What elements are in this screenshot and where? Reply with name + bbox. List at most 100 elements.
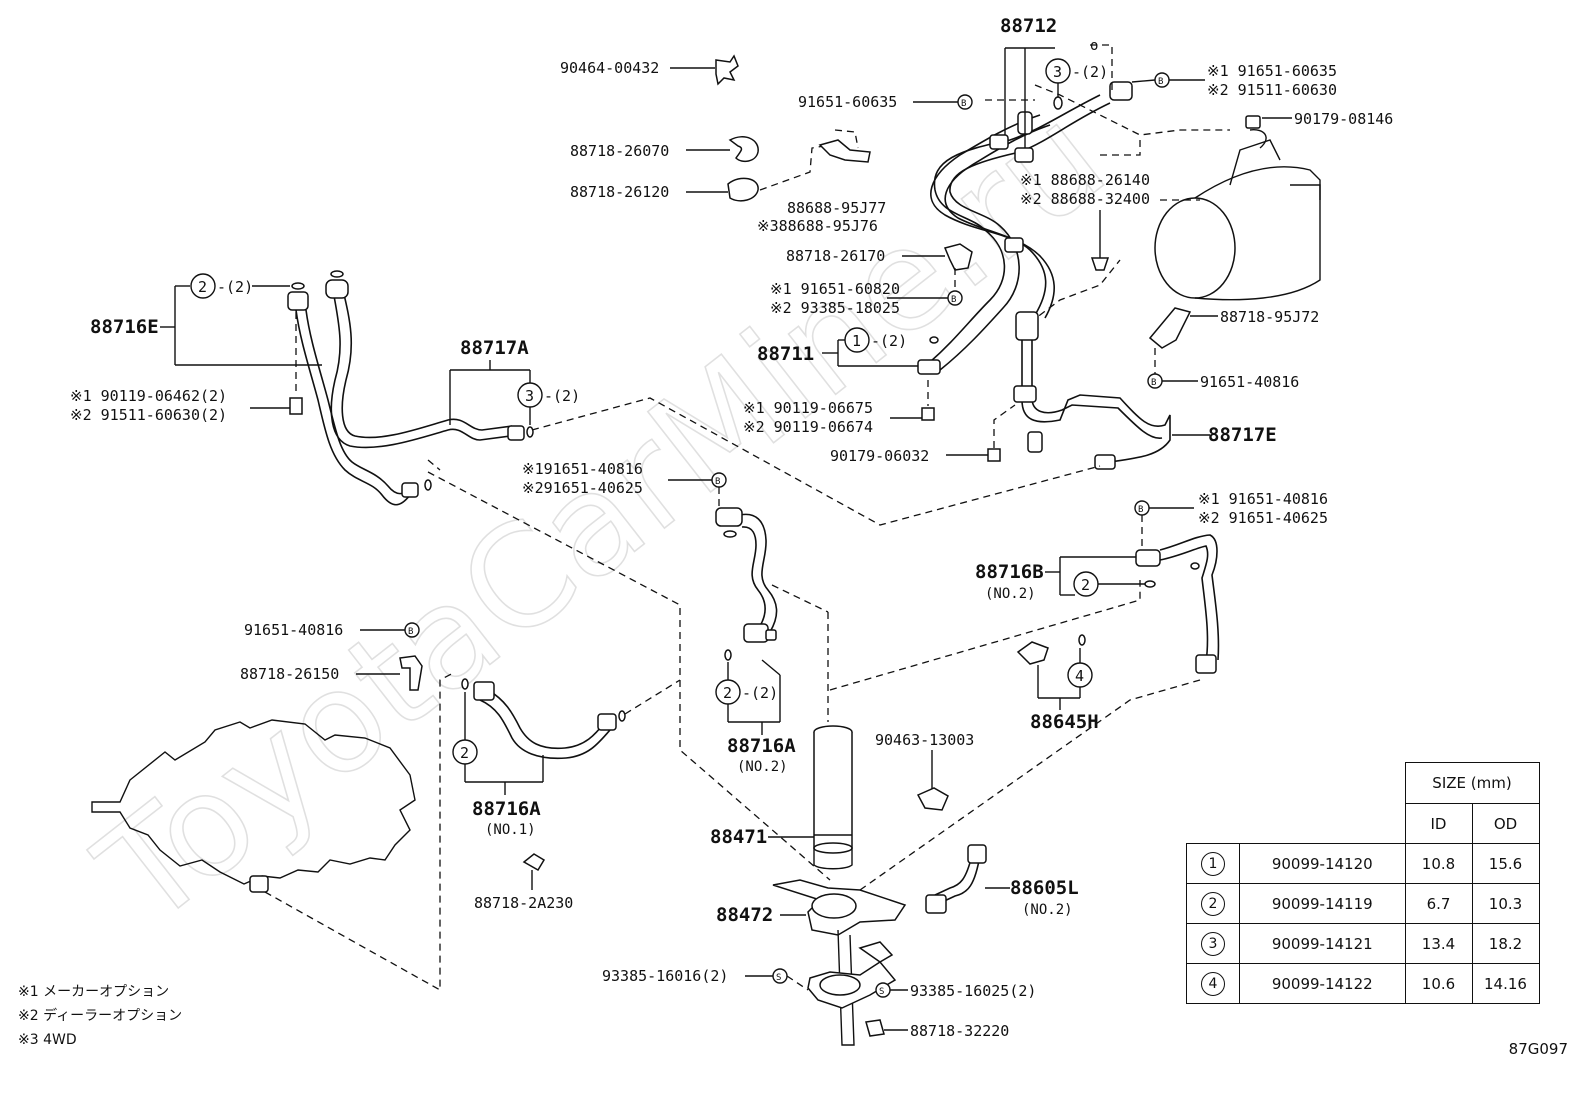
label-88716A-no2-sub: (NO.2): [737, 759, 788, 775]
label-88718-2A230: 88718-2A230: [474, 894, 573, 912]
clip-88718-32220[interactable]: [865, 1019, 885, 1037]
callout-2-num: 2: [723, 684, 732, 702]
part-no: 90099-14122: [1239, 963, 1406, 1004]
hose-88716E[interactable]: [287, 279, 525, 506]
label-90463-13003: 90463-13003: [875, 731, 974, 749]
label-93385-16016: 93385-16016(2): [602, 967, 728, 985]
label-88717E: 88717E: [1208, 424, 1277, 446]
callout-2-num: 2: [1081, 576, 1090, 594]
bolt-b: B: [1151, 378, 1156, 388]
label-88716E: 88716E: [90, 316, 159, 338]
part-no: 90099-14119: [1239, 883, 1406, 924]
bolt-b: B: [1138, 505, 1143, 515]
ref-circle: 1: [1201, 851, 1225, 876]
callout-2-num: 2: [198, 278, 207, 296]
ref-circle: 3: [1201, 931, 1225, 956]
o-ring: [1053, 96, 1063, 110]
label-88472: 88472: [716, 904, 773, 926]
label-88716B: 88716B: [975, 561, 1044, 583]
label-91651-60635: 91651-60635: [798, 93, 897, 111]
part-no: 90099-14120: [1239, 843, 1406, 884]
receiver-88471[interactable]: [813, 725, 853, 870]
label-88716A-no2: 88716A: [727, 735, 796, 757]
legend-item-dealer-option: ※2 ディーラーオプション: [18, 1008, 183, 1024]
callout-2-num: 2: [460, 744, 469, 762]
table-row: 1 90099-14120 10.8 15.6: [1186, 843, 1540, 884]
clamp-88718-26070[interactable]: [728, 136, 759, 163]
id-value: 6.7: [1404, 883, 1473, 924]
legend-item-maker-option: ※1 メーカーオプション: [18, 984, 170, 1000]
label-88712: 88712: [1000, 15, 1057, 37]
label-opt-91651-60635: ※1 91651-60635: [1207, 62, 1337, 80]
label-opt-88688-26140: ※1 88688-26140: [1020, 171, 1150, 189]
clip-90463[interactable]: [916, 787, 949, 811]
qty: -(2): [544, 387, 580, 405]
fitting: [1004, 237, 1024, 253]
label-88688-95J77: 88688-95J77: [787, 199, 886, 217]
bolt-symbol: [957, 94, 973, 110]
bolt-symbol: [947, 290, 963, 306]
engine-outline: [91, 719, 416, 893]
fitting-top: [1109, 81, 1133, 101]
hose-88716B[interactable]: [1135, 534, 1220, 674]
part-no: 90099-14121: [1239, 923, 1406, 964]
size-header: SIZE (mm): [1404, 762, 1540, 804]
label-opt-88688-32400: ※2 88688-32400: [1020, 190, 1150, 208]
clamp-88718-26120[interactable]: [727, 177, 759, 202]
ref-circle: 4: [1201, 971, 1225, 996]
callout-3-num: 3: [1053, 63, 1062, 81]
fitting: [917, 359, 941, 375]
label-88645H: 88645H: [1030, 711, 1099, 733]
callout-1: [844, 327, 870, 353]
qty: -(2): [1072, 63, 1108, 81]
od-value: 10.3: [1471, 883, 1540, 924]
label-opt-91511-60630-2: ※2 91511-60630(2): [70, 406, 227, 424]
label-88716A-no1-sub: (NO.1): [485, 822, 536, 838]
bolt-b: B: [715, 477, 720, 487]
table-row: 4 90099-14122 10.6 14.16: [1186, 963, 1540, 1004]
diagram-code: 87G097: [1508, 1040, 1568, 1058]
callout-4-num: 4: [1075, 667, 1084, 685]
hose-88716A-no1[interactable]: [473, 681, 617, 760]
label-91651-40816-a: 91651-40816: [1200, 373, 1299, 391]
bracket-88718-95J72[interactable]: [1148, 307, 1192, 349]
hose-88605L[interactable]: [925, 844, 987, 914]
hose-88716A-no2[interactable]: [715, 507, 778, 643]
id-value: 10.8: [1404, 843, 1473, 884]
svg-text:o: o: [1090, 38, 1098, 54]
label-88471: 88471: [710, 826, 767, 848]
switch-88645H[interactable]: [1016, 641, 1049, 665]
label-opt-90119-06674: ※2 90119-06674: [743, 418, 873, 436]
qty: -(2): [217, 278, 253, 296]
watermark: ToyotaCarMine.ru: [70, 75, 1135, 957]
clamp-88718-26170[interactable]: [943, 243, 973, 271]
label-90179-06032: 90179-06032: [830, 447, 929, 465]
bolt-88688[interactable]: [1090, 257, 1110, 271]
clamp-88718-26150[interactable]: [399, 655, 423, 691]
label-88718-26120: 88718-26120: [570, 183, 669, 201]
hose-88712[interactable]: [917, 81, 1133, 375]
clip-88718-2A230[interactable]: [522, 853, 546, 872]
label-opt-91651-40816-b: ※191651-40816: [522, 460, 643, 478]
bolt-90119-06462[interactable]: [289, 397, 303, 415]
label-opt-91651-40625-c: ※2 91651-40625: [1198, 509, 1328, 527]
clip-90464[interactable]: [715, 54, 739, 86]
label-opt-90119-06675: ※1 90119-06675: [743, 399, 873, 417]
label-88718-26070: 88718-26070: [570, 142, 669, 160]
hose-88717E[interactable]: [1013, 311, 1171, 470]
table-row: 2 90099-14119 6.7 10.3: [1186, 883, 1540, 924]
bolt-90119[interactable]: [921, 407, 935, 421]
col-od: OD: [1471, 803, 1540, 844]
screw-s: S: [879, 987, 884, 997]
bracket-88688[interactable]: [818, 139, 871, 163]
label-93385-16025: 93385-16025(2): [910, 982, 1036, 1000]
label-88718-26170: 88718-26170: [786, 247, 885, 265]
nut-90179[interactable]: [987, 448, 1001, 462]
od-value: 18.2: [1471, 923, 1540, 964]
label-90179-08146: 90179-08146: [1294, 110, 1393, 128]
bracket-88472[interactable]: [772, 879, 907, 1046]
fitting: [1014, 147, 1034, 163]
od-value: 15.6: [1471, 843, 1540, 884]
label-88718-95J72: 88718-95J72: [1220, 308, 1319, 326]
